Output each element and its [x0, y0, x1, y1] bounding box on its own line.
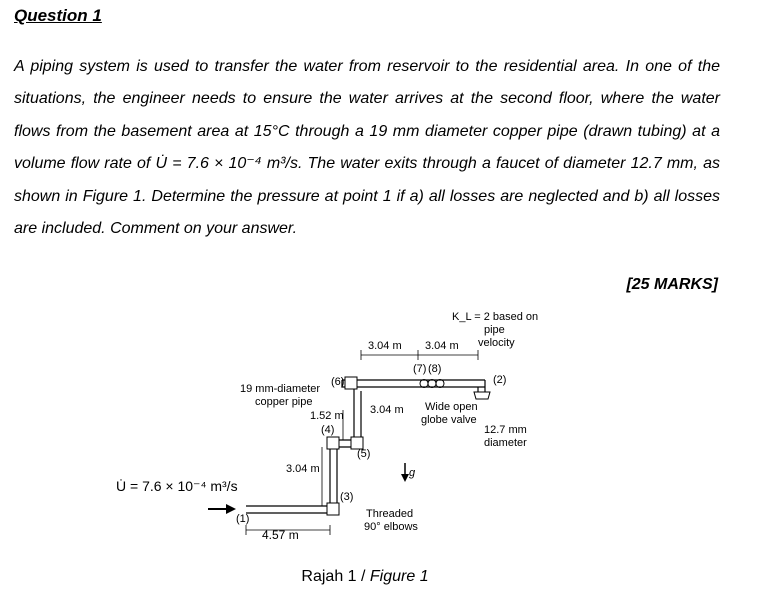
length-top-right: 3.04 m	[425, 340, 459, 352]
elbow-label: Threaded	[366, 508, 413, 520]
point-6: (6)	[331, 376, 344, 388]
faucet-diameter-label: diameter	[484, 437, 527, 449]
length-3-04-mid: 3.04 m	[370, 404, 404, 416]
kl-label: K_L = 2 based on	[452, 311, 538, 323]
length-top-left: 3.04 m	[368, 340, 402, 352]
point-3: (3)	[340, 491, 353, 503]
figure-caption: Rajah 1 / Figure 1	[0, 568, 730, 586]
globe-valve	[419, 379, 445, 388]
point-5: (5)	[357, 448, 370, 460]
pipe-label: 19 mm-diameter	[240, 383, 320, 395]
length-3-04-riser: 3.04 m	[286, 463, 320, 475]
kl-label-velocity: velocity	[478, 337, 515, 349]
flow-arrow	[208, 504, 236, 514]
question-title: Question 1	[14, 6, 102, 25]
point-7: (7)	[413, 363, 426, 375]
marks-label: [25 MARKS]	[626, 276, 718, 293]
fittings	[326, 376, 364, 516]
gravity-label: g	[409, 467, 416, 479]
caption-label: Figure 1	[369, 568, 429, 585]
gravity-arrow	[401, 463, 409, 482]
faucet	[473, 391, 491, 400]
dimension-lines	[245, 350, 479, 535]
elbow-label-type: 90° elbows	[364, 521, 418, 533]
length-1-52: 1.52 m	[310, 410, 344, 422]
pipe-label-copper: copper pipe	[255, 396, 313, 408]
valve-label: Wide open	[425, 401, 478, 413]
kl-label-pipe: pipe	[484, 324, 505, 336]
length-4-57: 4.57 m	[262, 528, 299, 542]
point-1: (1)	[236, 513, 249, 525]
faucet-diameter: 12.7 mm	[484, 424, 527, 436]
point-4: (4)	[321, 424, 334, 436]
point-8: (8)	[428, 363, 441, 375]
question-paragraph: A piping system is used to transfer the …	[14, 58, 720, 238]
valve-label-type: globe valve	[421, 414, 477, 426]
point-2: (2)	[493, 374, 506, 386]
flow-rate-label: U̇ = 7.6 × 10⁻⁴ m³/s	[116, 478, 238, 494]
caption-prefix: Rajah 1 /	[301, 568, 370, 585]
